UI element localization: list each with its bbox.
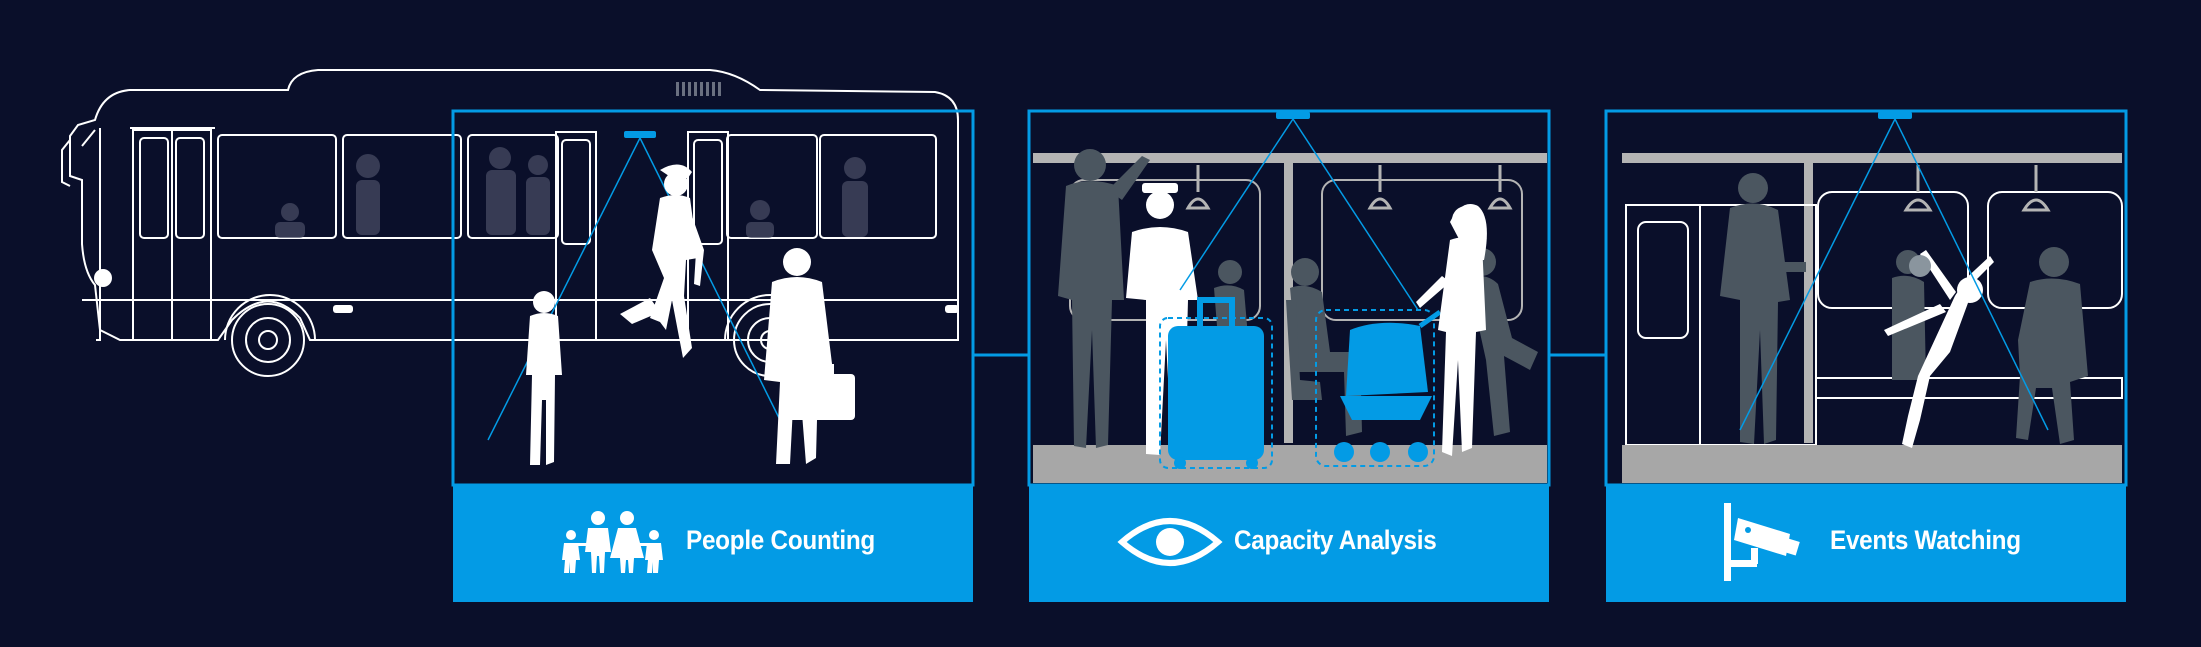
ceiling-sensor-people-counting <box>624 131 656 138</box>
sensor-beam-capacity-right <box>1292 118 1419 311</box>
ceiling-sensor-capacity-analysis <box>1276 112 1310 119</box>
sitting-passenger-light-silhouette <box>1909 255 1931 277</box>
label-people-counting: People Counting <box>686 525 875 555</box>
ceiling-sensor-events-watching <box>1878 112 1912 119</box>
family-icon <box>562 511 663 573</box>
climbing-passenger-silhouette <box>620 164 704 358</box>
suitcase-highlight <box>1159 297 1273 469</box>
bus-rear-light <box>945 305 959 313</box>
label-capacity-analysis: Capacity Analysis <box>1234 525 1437 555</box>
sensor-beam-capacity-left <box>1179 118 1294 291</box>
label-events-watching: Events Watching <box>1830 525 2021 555</box>
stroller-highlight <box>1315 309 1442 467</box>
bus-headlight <box>94 269 112 287</box>
sensor-beam-left <box>487 137 641 441</box>
train-interior-events <box>1622 153 2123 483</box>
sensor-beam-events-left <box>1739 118 1896 431</box>
label-bar-capacity-analysis <box>1029 485 1549 602</box>
eye-icon <box>1117 518 1223 566</box>
bus-vent <box>676 82 721 96</box>
child-passenger-silhouette <box>526 291 562 465</box>
sensor-beam-events-right <box>1894 118 2049 431</box>
label-bar-events-watching <box>1606 485 2126 602</box>
label-bar-people-counting <box>453 485 973 602</box>
bus-indicator-light <box>333 305 353 313</box>
bus-window-passengers <box>275 147 868 238</box>
cctv-camera-icon <box>1724 503 1800 581</box>
woman-with-stroller-silhouette <box>1416 204 1487 456</box>
businessman-silhouette <box>764 248 855 464</box>
